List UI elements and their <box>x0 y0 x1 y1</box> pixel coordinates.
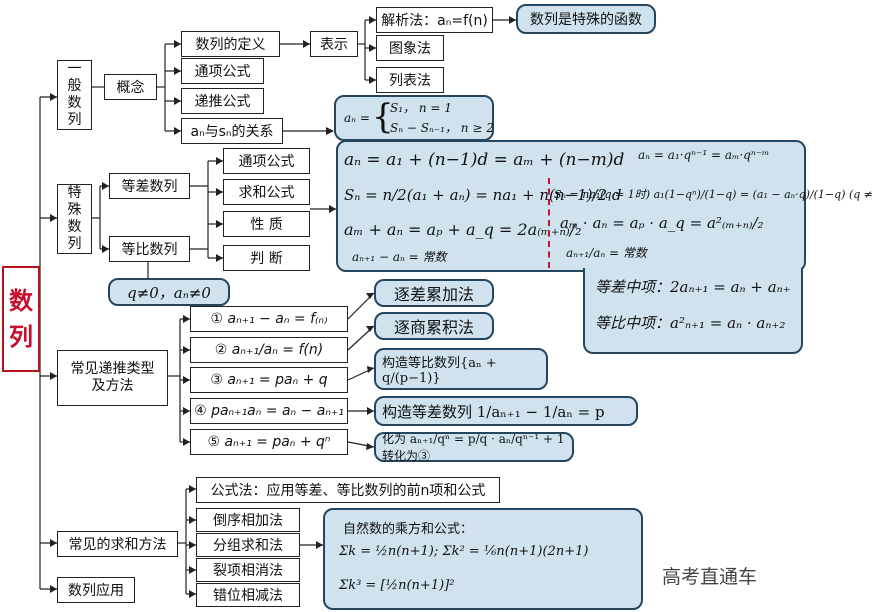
recursion-label-1: 常见递推类型 <box>70 361 155 377</box>
root-node[interactable]: 数 列 <box>2 266 40 372</box>
an-sn-formula-box: aₙ = { S₁， n = 1 Sₙ − Sₙ₋₁， n ≥ 2 <box>334 95 494 141</box>
general-char-1: 一 <box>67 61 82 77</box>
recursion-type-4[interactable]: ④ paₙ₊₁aₙ = aₙ − aₙ₊₁ <box>190 398 348 424</box>
an-sn-relation-node[interactable]: aₙ与sₙ的关系 <box>181 118 283 144</box>
sum-formula-method[interactable]: 公式法：应用等差、等比数列的前n项和公式 <box>196 477 500 503</box>
definition-node[interactable]: 数列的定义 <box>181 31 280 57</box>
sum-shift-subtract[interactable]: 错位相减法 <box>196 583 300 607</box>
arith-property-formula: aₘ + aₙ = aₚ + a_q = 2a₍ₘ₊ₙ₎/₂ <box>344 220 582 239</box>
natural-power-formula-1: Σk = ½n(n+1); Σk² = ⅙n(n+1)(2n+1) <box>339 544 589 559</box>
recursive-formula-node[interactable]: 递推公式 <box>181 88 264 114</box>
geometric-sequence-node[interactable]: 等比数列 <box>109 236 190 262</box>
prop-properties[interactable]: 性 质 <box>223 211 310 237</box>
concept-node[interactable]: 概念 <box>104 74 157 100</box>
method-transform[interactable]: 化为 aₙ₊₁/qⁿ = p/q · aₙ/qⁿ⁻¹ + 1转化为③ <box>374 432 574 463</box>
method-telescoping-product[interactable]: 逐商累积法 <box>374 312 494 340</box>
method-transform-label: 化为 aₙ₊₁/qⁿ = p/q · aₙ/qⁿ⁻¹ + 1转化为③ <box>382 432 565 463</box>
prop-judgement[interactable]: 判 断 <box>223 245 310 271</box>
q-condition-node: q≠0，aₙ≠0 <box>108 278 230 306</box>
general-term-node[interactable]: 通项公式 <box>181 58 264 84</box>
an-sn-case1: S₁， n = 1 <box>390 101 452 115</box>
method-telescoping-sum[interactable]: 逐差累加法 <box>374 279 494 307</box>
general-char-3: 数 <box>67 95 82 111</box>
prop-general-term[interactable]: 通项公式 <box>223 148 310 174</box>
root-label-2: 列 <box>9 323 33 351</box>
natural-power-title: 自然数的乘方和公式： <box>343 522 474 537</box>
special-function-label: 数列是特殊的函数 <box>530 12 642 28</box>
general-sequence-node[interactable]: 一 般 数 列 <box>57 60 92 130</box>
q-condition-label: q≠0，aₙ≠0 <box>127 283 211 302</box>
watermark-text: 高考直通车 <box>662 566 758 588</box>
special-sequence-node[interactable]: 特 殊 数 列 <box>57 184 92 254</box>
method-construct-geometric-label: 构造等比数列{aₙ + q/(p−1)} <box>382 356 497 386</box>
sum-reverse-add[interactable]: 倒序相加法 <box>196 508 300 532</box>
sequence-application-node[interactable]: 数列应用 <box>57 577 135 603</box>
natural-power-sum-box: 自然数的乘方和公式： Σk = ½n(n+1); Σk² = ⅙n(n+1)(2… <box>323 508 643 610</box>
an-sn-case2: Sₙ − Sₙ₋₁， n ≥ 2 <box>390 121 494 135</box>
root-label-1: 数 <box>9 287 33 315</box>
special-char-4: 列 <box>67 236 82 252</box>
prop-sum-formula[interactable]: 求和公式 <box>223 179 310 205</box>
arith-general-formula: aₙ = a₁ + (n−1)d = aₘ + (n−m)d <box>344 150 625 170</box>
arith-sum-formula: Sₙ = n/2(a₁ + aₙ) = na₁ + n(n−1)/2 d <box>344 186 622 204</box>
recursion-types-node[interactable]: 常见递推类型 及方法 <box>57 350 168 406</box>
special-char-2: 殊 <box>67 202 82 218</box>
special-function-node[interactable]: 数列是特殊的函数 <box>516 4 656 34</box>
arith-judge-formula: aₙ₊₁ − aₙ = 常数 <box>352 250 447 264</box>
an-sn-lhs: aₙ = <box>344 111 370 125</box>
recursion-label-2: 及方法 <box>91 378 134 394</box>
geo-general-formula: aₙ = a₁·qⁿ⁻¹ = aₘ·qⁿ⁻ᵐ <box>638 148 770 162</box>
method-telescoping-product-label: 逐商累积法 <box>393 318 474 337</box>
method-construct-arithmetic-label: 构造等差数列 1/aₙ₊₁ − 1/aₙ = p <box>382 402 605 421</box>
method-construct-geometric[interactable]: 构造等比数列{aₙ + q/(p−1)} <box>374 348 548 390</box>
recursion-type-5[interactable]: ⑤ aₙ₊₁ = paₙ + qⁿ <box>190 429 348 455</box>
arith-middle-term: 等差中项：2aₙ₊₁ = aₙ + aₙ₊ <box>595 278 791 296</box>
graph-method-node[interactable]: 图象法 <box>376 35 444 61</box>
summation-methods-node[interactable]: 常见的求和方法 <box>57 531 178 557</box>
special-char-1: 特 <box>67 185 82 201</box>
natural-power-formula-2: Σk³ = [½n(n+1)]² <box>339 578 455 593</box>
method-telescoping-sum-label: 逐差累加法 <box>393 285 474 304</box>
recursion-type-1[interactable]: ① aₙ₊₁ − aₙ = f₍ₙ₎ <box>190 306 348 332</box>
representation-node[interactable]: 表示 <box>310 31 358 57</box>
method-construct-arithmetic[interactable]: 构造等差数列 1/aₙ₊₁ − 1/aₙ = p <box>374 396 638 426</box>
geo-property-formula: aₘ · aₙ = aₚ · a_q = a²₍ₘ₊ₙ₎/₂ <box>560 214 764 232</box>
recursion-type-3[interactable]: ③ aₙ₊₁ = paₙ + q <box>190 367 348 393</box>
special-char-3: 数 <box>67 219 82 235</box>
sum-split-cancel[interactable]: 裂项相消法 <box>196 558 300 582</box>
general-char-2: 般 <box>67 78 82 94</box>
an-sn-brace: { <box>372 97 394 137</box>
table-method-node[interactable]: 列表法 <box>376 67 444 93</box>
connector-lines <box>39 16 516 598</box>
general-char-4: 列 <box>67 112 82 128</box>
arithmetic-sequence-node[interactable]: 等差数列 <box>109 173 190 199</box>
recursion-type-2[interactable]: ② aₙ₊₁/aₙ = f(n) <box>190 337 348 363</box>
geo-judge-formula: aₙ₊₁/aₙ = 常数 <box>566 246 647 260</box>
geo-middle-term: 等比中项：a²ₙ₊₁ = aₙ · aₙ₊₂ <box>595 314 786 332</box>
sum-group-method[interactable]: 分组求和法 <box>196 533 300 557</box>
analytic-method-node[interactable]: 解析法：aₙ=f(n) <box>376 7 493 33</box>
middle-term-panel: 等差中项：2aₙ₊₁ = aₙ + aₙ₊ 等比中项：a²ₙ₊₁ = aₙ · … <box>583 268 803 354</box>
geo-sum-formula: Sₙ = na₁(q = 1时) a₁(1−qⁿ)/(1−q) = (a₁ − … <box>554 188 873 201</box>
divider-dashed <box>548 178 550 268</box>
sequence-formula-panel: aₙ = a₁ + (n−1)d = aₘ + (n−m)d aₙ = a₁·q… <box>336 140 873 272</box>
